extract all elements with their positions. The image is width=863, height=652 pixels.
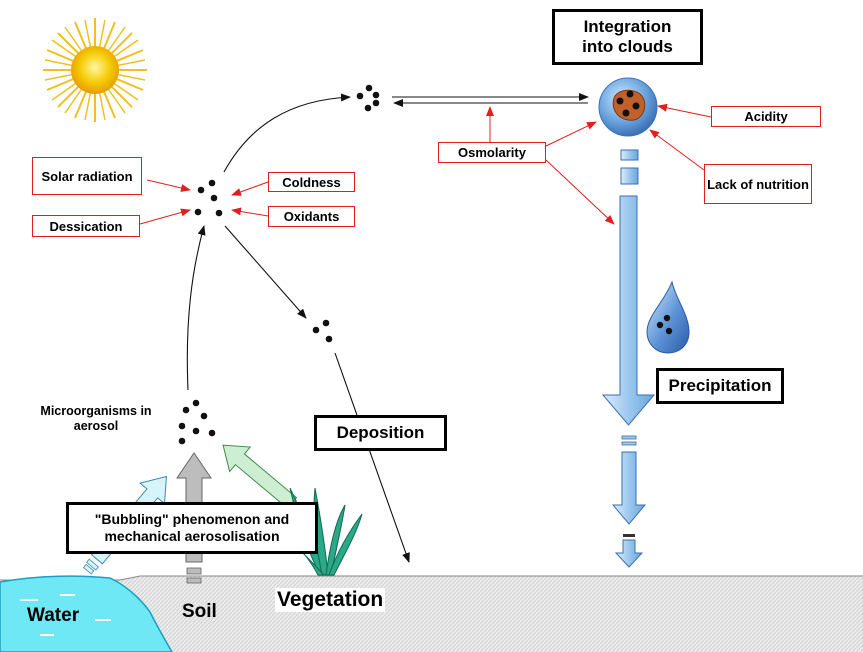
cloud-droplet-icon: [598, 77, 658, 137]
factor-coldness: Coldness: [268, 172, 355, 192]
factor-oxidants: Oxidants: [268, 206, 355, 227]
precipitation-label: Precipitation: [656, 368, 784, 404]
bubbling-label: "Bubbling" phenomenon and mechanical aer…: [66, 502, 318, 554]
factor-dessication: Dessication: [32, 215, 140, 237]
microorganism-cluster-deposition: [312, 319, 333, 343]
water-body: [0, 575, 173, 652]
factor-lack-of-nutrition: Lack of nutrition: [704, 164, 812, 204]
microorganism-cluster-upper: [356, 84, 380, 112]
deposition-label: Deposition: [314, 415, 447, 451]
flow-arrows: [186, 93, 589, 563]
water-label: Water: [27, 605, 80, 626]
microorganisms-label: Microorganisms in aerosol: [40, 404, 152, 433]
microorganism-cluster-middle: [194, 179, 223, 217]
vegetation-aerosol-arrow: [222, 444, 298, 510]
sun-icon: [43, 18, 147, 122]
raindrop-icon: [646, 280, 690, 354]
stress-factor-arrows: [139, 103, 712, 225]
integration-into-clouds-title: Integration into clouds: [552, 9, 703, 65]
vegetation-label: Vegetation: [275, 588, 386, 612]
factor-osmolarity: Osmolarity: [438, 142, 546, 163]
factor-acidity: Acidity: [711, 106, 821, 127]
microorganism-cluster-aerosol: [178, 399, 216, 445]
factor-solar-radiation: Solar radiation: [32, 157, 142, 195]
soil-label: Soil: [182, 601, 217, 622]
precipitation-arrow: [601, 149, 656, 568]
